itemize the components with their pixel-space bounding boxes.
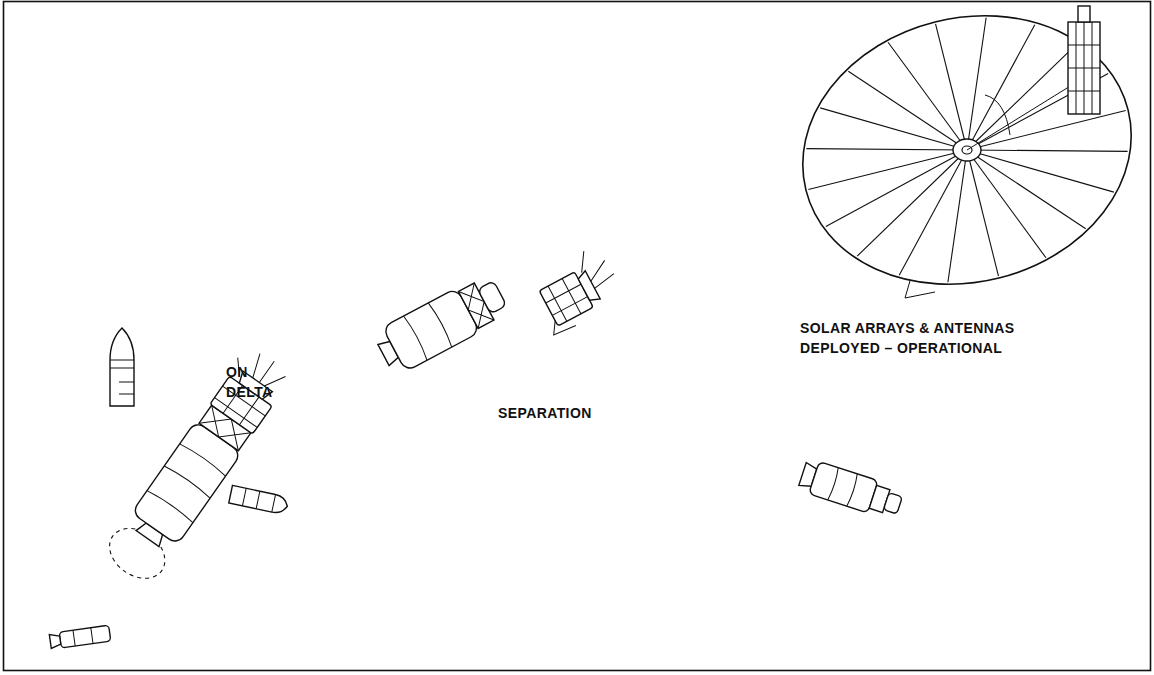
spent-stage <box>797 458 905 522</box>
spent-stage <box>49 625 111 649</box>
dish-rib <box>967 150 1086 229</box>
dish-rib <box>820 108 967 150</box>
delta-stage-with-spacecraft <box>100 343 297 589</box>
dish-rib <box>936 24 967 150</box>
separated-stage <box>372 271 512 377</box>
dish-rib <box>826 150 967 227</box>
dish-rib <box>967 150 1114 192</box>
solar-array <box>1068 6 1100 114</box>
dish-rib <box>888 42 967 150</box>
stage-label: SOLAR ARRAYS & ANTENNAS DEPLOYED – OPERA… <box>800 318 1080 358</box>
dish-rib <box>806 149 967 150</box>
dish-rib <box>967 18 986 150</box>
stage-label: ON DELTA <box>226 362 286 402</box>
deployed-antenna-dish <box>774 0 1154 318</box>
fairing-half <box>229 485 289 515</box>
dish-rib <box>967 150 1046 258</box>
dish-rib <box>808 150 967 190</box>
fairing-half <box>110 328 134 406</box>
dish-rib <box>967 44 1077 150</box>
dish-rib <box>857 150 967 256</box>
dish-rib <box>967 150 1128 151</box>
dish-rib <box>948 150 967 282</box>
dish-rib <box>967 150 998 276</box>
separated-spacecraft <box>526 244 628 337</box>
dish-rib <box>967 110 1126 150</box>
stage-label: SEPARATION <box>498 403 628 423</box>
dish-rib <box>848 71 967 150</box>
